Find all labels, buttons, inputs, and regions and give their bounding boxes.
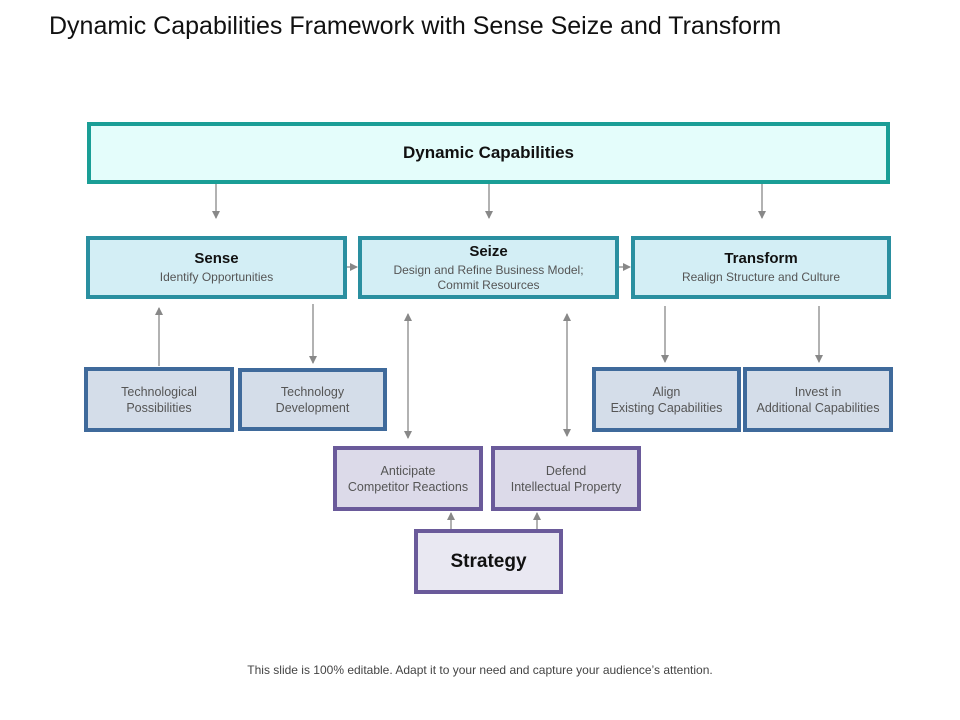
sense-box: Sense Identify Opportunities: [86, 236, 347, 299]
box-label: Technology: [280, 384, 345, 399]
strategy-box: Strategy: [414, 529, 563, 594]
box-label: Development: [275, 400, 350, 415]
box-label: Additional Capabilities: [756, 400, 880, 415]
transform-box: Transform Realign Structure and Culture: [631, 236, 891, 299]
seize-subtitle: Commit Resources: [437, 277, 540, 292]
box-label: Competitor Reactions: [347, 479, 469, 494]
box-label: Existing Capabilities: [610, 400, 723, 415]
box-label: Possibilities: [126, 400, 192, 415]
seize-box: Seize Design and Refine Business Model; …: [358, 236, 619, 299]
box-label: Dynamic Capabilities: [402, 143, 574, 162]
seize-title: Seize: [469, 242, 508, 260]
transform-subtitle: Realign Structure and Culture: [681, 270, 841, 284]
box-label: Strategy: [450, 550, 527, 572]
sense-subtitle: Identify Opportunities: [159, 270, 274, 284]
seize-subtitle: Design and Refine Business Model;: [393, 262, 584, 277]
page-title: Dynamic Capabilities Framework with Sens…: [49, 12, 782, 40]
box-label: Defend: [545, 463, 587, 478]
footer-note: This slide is 100% editable. Adapt it to…: [247, 663, 713, 677]
box-label: Align: [652, 384, 681, 399]
transform-title: Transform: [724, 250, 798, 267]
sense-title: Sense: [194, 250, 239, 267]
box-label: Intellectual Property: [510, 479, 622, 494]
dynamic-capabilities-box: Dynamic Capabilities: [87, 122, 890, 184]
box-label: Anticipate: [380, 463, 436, 478]
box-label: Invest in: [794, 384, 842, 399]
box-label: Technological: [121, 384, 197, 399]
